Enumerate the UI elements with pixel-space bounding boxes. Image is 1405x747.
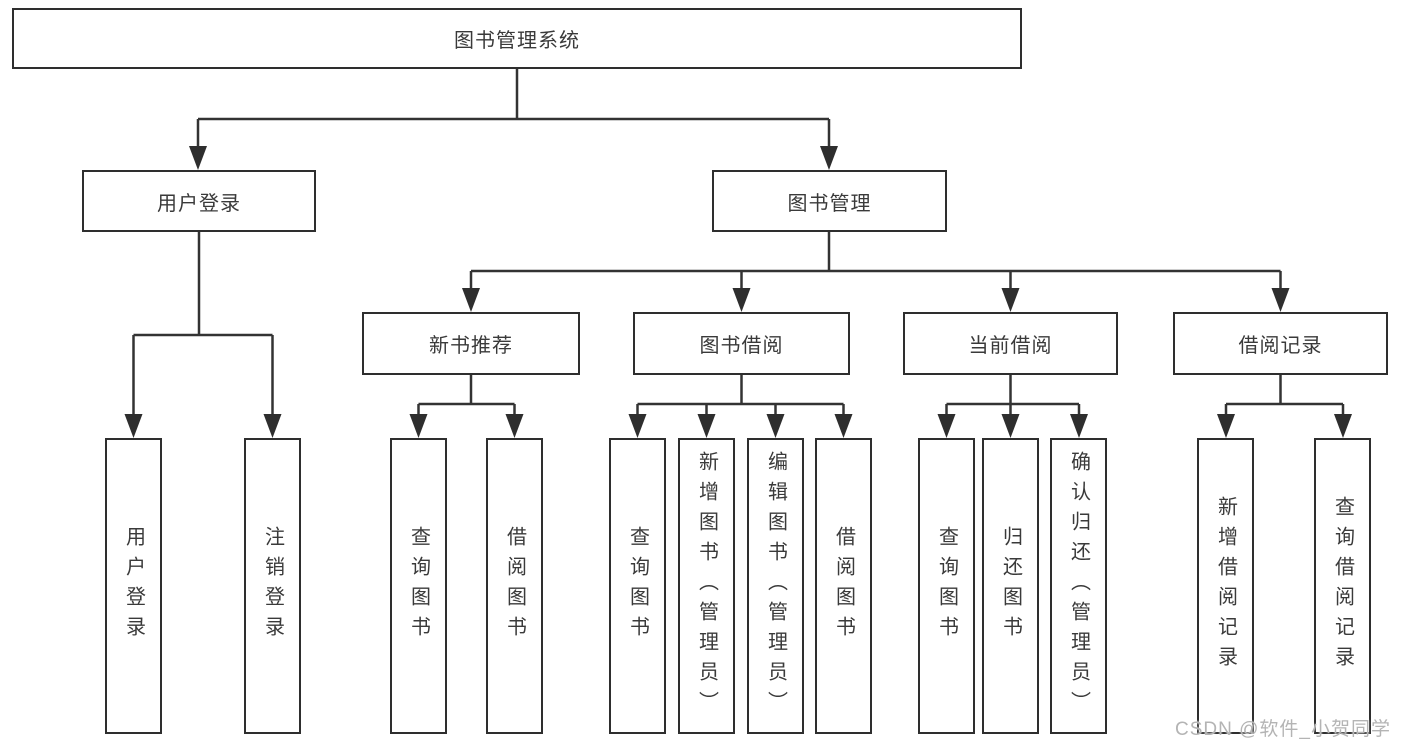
node-label: 图书管理 (787, 192, 872, 215)
node-leaf-edit-books-admin: 编辑图书（管理员） (747, 438, 804, 734)
arrowhead-down-icon (1070, 414, 1088, 438)
node-leaf-logout: 注销登录 (244, 438, 301, 734)
node-label: 新增借阅记录 (1214, 496, 1237, 676)
node-label: 图书借阅 (699, 335, 784, 357)
node-label: 用户登录 (157, 192, 241, 215)
arrowhead-down-icon (732, 288, 751, 312)
node-leaf-confirm-return-admin: 确认归还（管理员） (1050, 438, 1107, 734)
node-label: 查询图书 (407, 526, 430, 646)
arrowhead-down-icon (1217, 414, 1235, 438)
arrowhead-down-icon (409, 414, 428, 438)
arrowhead-down-icon (1334, 414, 1352, 438)
node-label: 注销登录 (261, 526, 284, 646)
node-label: 查询借阅记录 (1331, 496, 1354, 676)
arrowhead-down-icon (1001, 288, 1020, 312)
node-label: 编辑图书（管理员） (764, 451, 787, 721)
node-label: 新增图书（管理员） (695, 451, 718, 721)
node-label: 查询图书 (935, 526, 958, 646)
node-user-login-module: 用户登录 (82, 170, 316, 232)
node-label: 确认归还（管理员） (1067, 451, 1090, 721)
node-label: 当前借阅 (968, 335, 1053, 357)
arrowhead-down-icon (263, 414, 282, 438)
node-label: 用户登录 (122, 526, 145, 646)
node-label: 借阅图书 (503, 526, 526, 646)
node-leaf-borrow-books-new: 借阅图书 (486, 438, 543, 734)
node-label: 新书推荐 (429, 335, 513, 357)
tree-edges (132, 69, 1345, 416)
node-leaf-return-books: 归还图书 (982, 438, 1039, 734)
node-label: 借阅图书 (832, 526, 855, 646)
node-book-borrowing: 图书借阅 (633, 312, 850, 375)
node-leaf-query-books-new: 查询图书 (390, 438, 447, 734)
node-leaf-query-books-current: 查询图书 (918, 438, 975, 734)
node-leaf-user-login: 用户登录 (105, 438, 162, 734)
node-book-management: 图书管理 (712, 170, 947, 232)
node-leaf-add-books-admin: 新增图书（管理员） (678, 438, 735, 734)
node-leaf-borrow-books: 借阅图书 (815, 438, 872, 734)
node-label: 借阅记录 (1238, 335, 1323, 357)
arrowhead-down-icon (462, 288, 480, 312)
node-label: 图书管理系统 (454, 30, 580, 52)
arrowhead-down-icon (820, 146, 838, 170)
arrowhead-down-icon (1001, 414, 1020, 438)
node-current-borrowing: 当前借阅 (903, 312, 1118, 375)
node-new-book-recommend: 新书推荐 (362, 312, 580, 375)
arrowhead-down-icon (189, 146, 207, 170)
csdn-watermark: CSDN @软件_小贺同学 (1175, 719, 1391, 740)
arrowhead-down-icon (697, 414, 716, 438)
arrowhead-group (124, 146, 1352, 438)
node-leaf-query-borrow-record: 查询借阅记录 (1314, 438, 1371, 734)
node-root-library-system: 图书管理系统 (12, 8, 1022, 69)
arrowhead-down-icon (628, 414, 647, 438)
arrowhead-down-icon (1271, 288, 1290, 312)
node-label: 查询图书 (626, 526, 649, 646)
arrowhead-down-icon (834, 414, 853, 438)
node-borrowing-records: 借阅记录 (1173, 312, 1388, 375)
node-label: 归还图书 (999, 526, 1022, 646)
arrowhead-down-icon (937, 414, 956, 438)
arrowhead-down-icon (505, 414, 524, 438)
node-leaf-add-borrow-record: 新增借阅记录 (1197, 438, 1254, 734)
node-leaf-query-books-borrow: 查询图书 (609, 438, 666, 734)
arrowhead-down-icon (766, 414, 785, 438)
arrowhead-down-icon (124, 414, 143, 438)
